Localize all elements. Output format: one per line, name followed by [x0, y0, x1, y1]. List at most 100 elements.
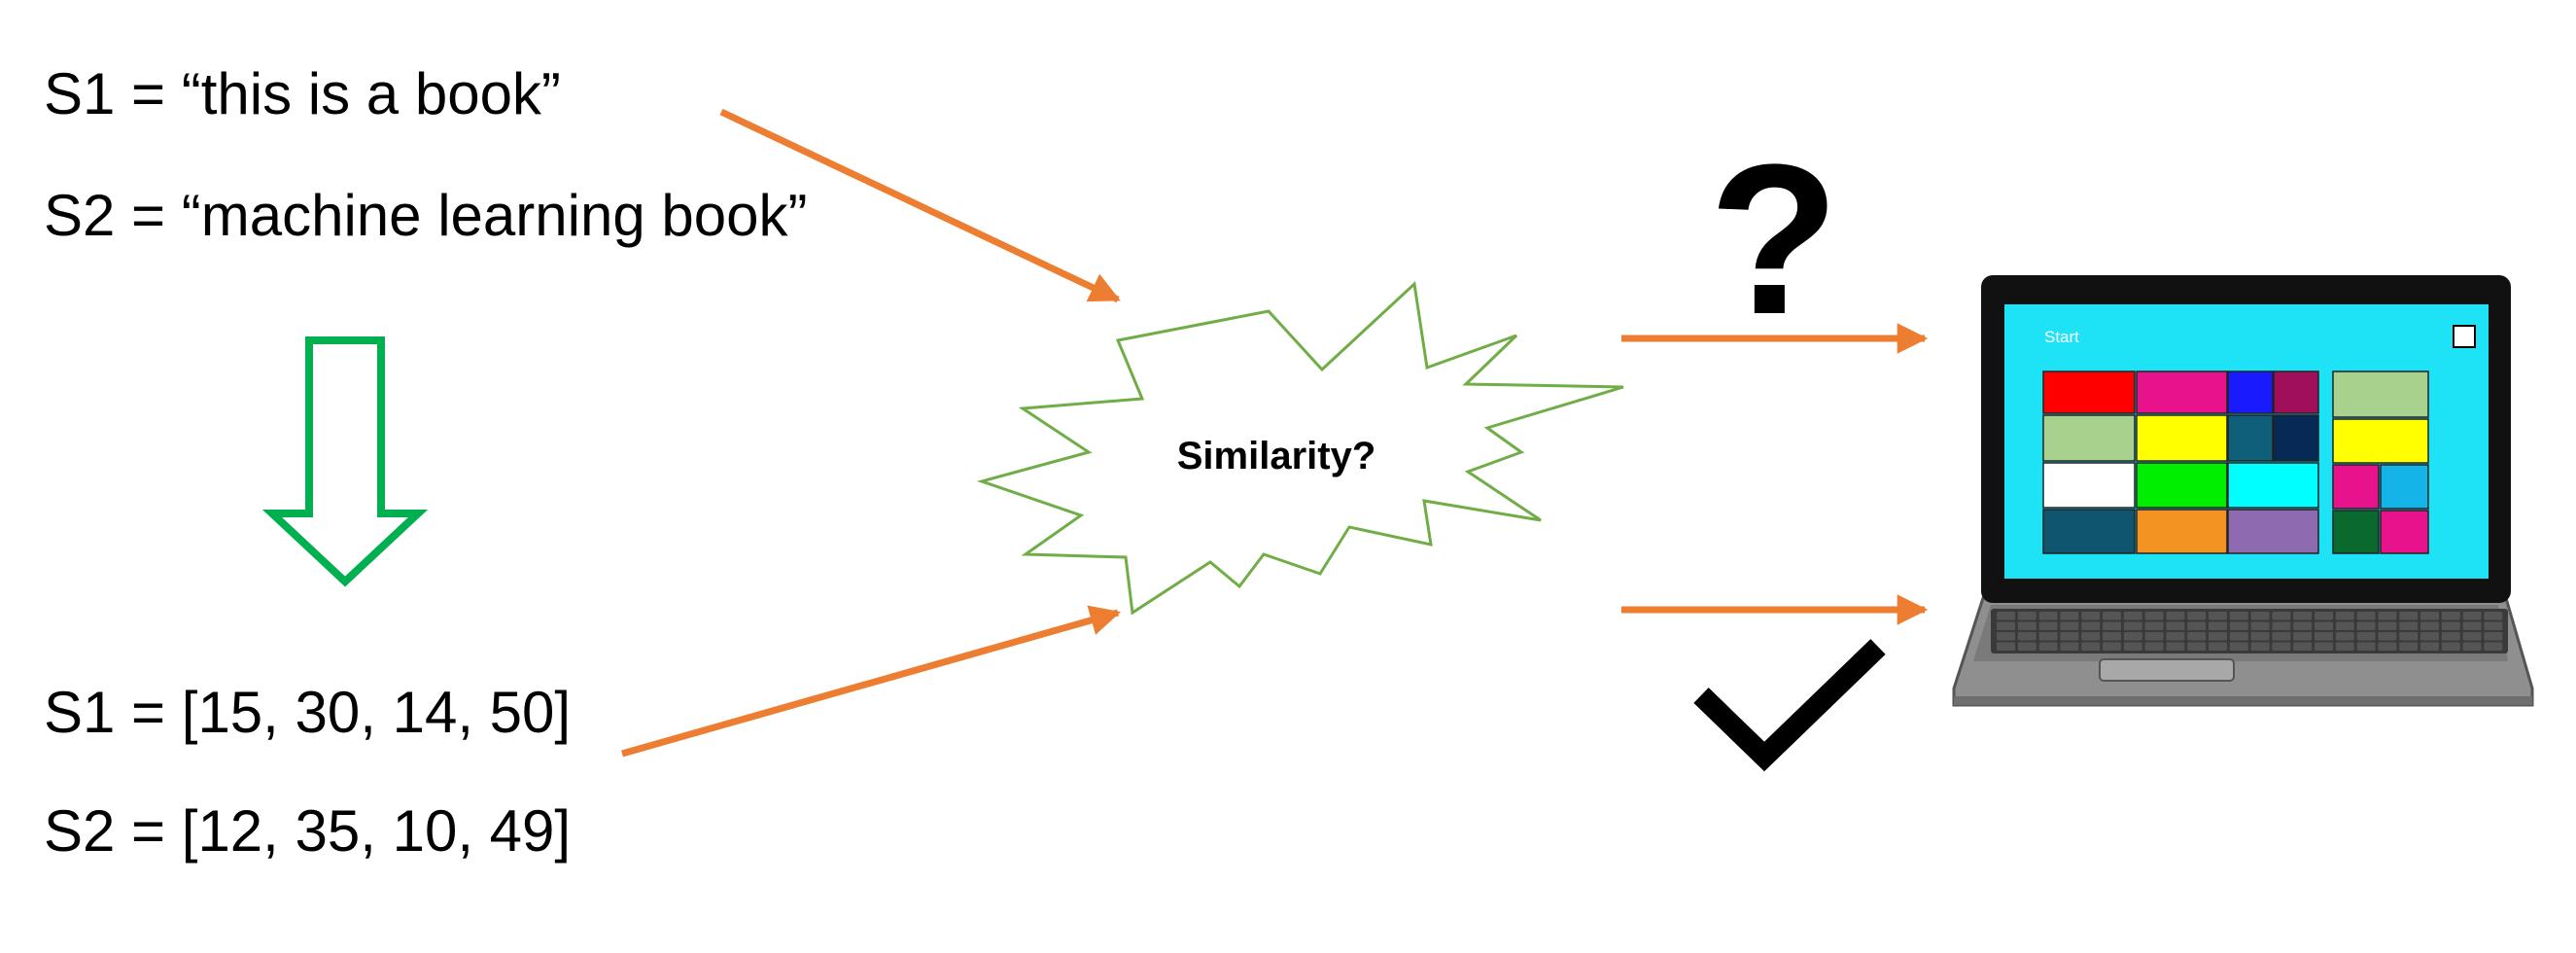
keyboard-key: [2484, 632, 2503, 641]
keyboard-key: [2356, 612, 2376, 620]
screen-tile: [2042, 462, 2136, 509]
screen-tile: [2136, 371, 2228, 414]
keyboard-key: [2229, 621, 2248, 630]
keyboard-key: [2378, 632, 2397, 641]
keyboard-key: [2399, 612, 2419, 620]
keyboard-key: [2209, 632, 2227, 641]
keyboard-key: [2250, 632, 2270, 641]
keyboard-key: [2103, 632, 2121, 641]
screen-tile: [2136, 462, 2228, 509]
screen-tile: [2136, 414, 2228, 462]
screen-tile: [2042, 509, 2136, 554]
sentence-s1-vector: S1 = [15, 30, 14, 50]: [44, 680, 571, 745]
keyboard-key: [2081, 632, 2101, 641]
keyboard-key: [2335, 612, 2354, 620]
keyboard-key: [2272, 632, 2291, 641]
keyboard-key: [2038, 612, 2058, 620]
keyboard-key: [2356, 632, 2376, 641]
keyboard-key: [2017, 632, 2036, 641]
keyboard-key: [2038, 642, 2058, 651]
sentence-s2-vector: S2 = [12, 35, 10, 49]: [44, 798, 571, 864]
down-arrow-icon: [261, 336, 429, 587]
sentence-s1-text: S1 = “this is a book”: [44, 61, 561, 126]
keyboard-key: [2103, 612, 2121, 620]
keyboard-key: [2017, 621, 2036, 630]
keyboard-key: [2229, 632, 2248, 641]
similarity-label: Similarity?: [1177, 435, 1376, 477]
keyboard-key: [2272, 642, 2291, 651]
keyboard-key: [2229, 642, 2248, 651]
keyboard-key: [2378, 642, 2397, 651]
screen-tile: [2227, 414, 2274, 462]
keyboard-key: [2293, 612, 2313, 620]
keyboard-key: [2399, 632, 2419, 641]
keyboard-key: [2123, 642, 2142, 651]
keyboard-key: [2038, 632, 2058, 641]
keyboard-keys: [1997, 612, 2503, 651]
laptop-front-edge: [1954, 696, 2532, 705]
screen-tile: [2332, 510, 2380, 554]
keyboard-key: [2103, 642, 2121, 651]
screen-tile: [2042, 371, 2136, 414]
keyboard-key: [2017, 612, 2036, 620]
screen-tile: [2042, 414, 2136, 462]
screen-tile: [2227, 371, 2274, 414]
screen-tiles: [2042, 371, 2429, 554]
keyboard-key: [2378, 621, 2397, 630]
screen-start-label: Start: [2044, 328, 2079, 346]
keyboard-key: [2250, 612, 2270, 620]
keyboard-key: [2420, 642, 2439, 651]
keyboard-key: [1997, 621, 2015, 630]
screen-tile: [2332, 464, 2380, 510]
screen-tile: [2227, 462, 2319, 509]
keyboard-key: [2335, 632, 2354, 641]
question-mark-icon: ?: [1709, 120, 1839, 359]
screen-tile: [2332, 371, 2429, 418]
keyboard-key: [2144, 621, 2164, 630]
keyboard-key: [1997, 642, 2015, 651]
keyboard-key: [2315, 632, 2333, 641]
keyboard-key: [2484, 642, 2503, 651]
keyboard-key: [2356, 621, 2376, 630]
keyboard-key: [2335, 642, 2354, 651]
keyboard-key: [2123, 621, 2142, 630]
keyboard-key: [2144, 612, 2164, 620]
keyboard-key: [2441, 642, 2460, 651]
keyboard-key: [2060, 642, 2079, 651]
keyboard-key: [2166, 612, 2185, 620]
keyboard-key: [2335, 621, 2354, 630]
keyboard-key: [2356, 642, 2376, 651]
screen-tile: [2227, 509, 2319, 554]
screen-tile: [2136, 509, 2228, 554]
keyboard-key: [2123, 632, 2142, 641]
keyboard-key: [2144, 642, 2164, 651]
keyboard-key: [2166, 642, 2185, 651]
keyboard-key: [2462, 612, 2482, 620]
keyboard-key: [2293, 642, 2313, 651]
keyboard-key: [2060, 632, 2079, 641]
keyboard-key: [2315, 621, 2333, 630]
keyboard-key: [2441, 612, 2460, 620]
keyboard-key: [2420, 612, 2439, 620]
keyboard-key: [2462, 632, 2482, 641]
screen-tile: [2380, 510, 2429, 554]
laptop-touchpad: [2099, 658, 2235, 682]
keyboard-key: [2420, 621, 2439, 630]
keyboard-key: [2441, 632, 2460, 641]
keyboard-key: [2293, 621, 2313, 630]
keyboard-key: [2081, 642, 2101, 651]
keyboard-key: [2187, 621, 2207, 630]
keyboard-key: [2017, 642, 2036, 651]
keyboard-key: [2462, 621, 2482, 630]
keyboard-key: [2462, 642, 2482, 651]
keyboard-key: [2166, 621, 2185, 630]
keyboard-key: [2187, 612, 2207, 620]
keyboard-key: [2378, 612, 2397, 620]
keyboard-key: [2250, 621, 2270, 630]
keyboard-key: [2209, 612, 2227, 620]
keyboard-key: [2081, 621, 2101, 630]
screen-tile: [2332, 418, 2429, 464]
keyboard-key: [2441, 621, 2460, 630]
keyboard-key: [2123, 612, 2142, 620]
